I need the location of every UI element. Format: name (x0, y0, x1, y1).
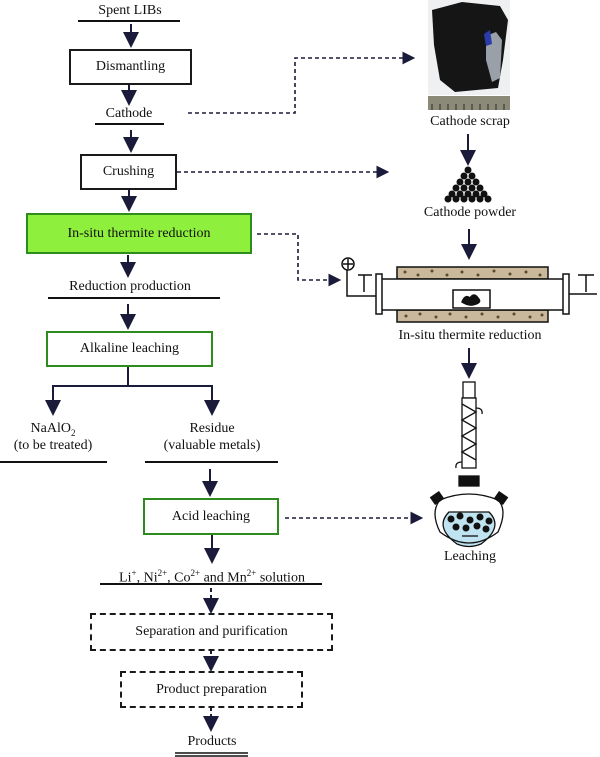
ion-mn-charge: 2+ (246, 568, 257, 578)
label-residue: Residue (189, 421, 235, 436)
label-cathode-scrap: Cathode scrap (430, 114, 510, 129)
ion-co-charge: 2+ (190, 568, 201, 578)
label-spent-libs: Spent LIBs (98, 3, 162, 18)
label-naalo2: NaAlO2 (5, 421, 101, 441)
label-solution: Li+, Ni2+, Co2+ and Mn2+ solution (104, 565, 320, 587)
box-acid-label: Acid leaching (171, 508, 251, 524)
cathode-powder-icon (444, 166, 492, 203)
box-product-preparation: Product preparation (120, 671, 303, 708)
box-insitu-label: In-situ thermite reduction (67, 225, 211, 241)
ion-ni: , Ni (136, 570, 158, 586)
label-residue-note: (valuable metals) (163, 438, 261, 453)
ion-ni-charge: 2+ (157, 568, 168, 578)
box-insitu-thermite-reduction: In-situ thermite reduction (26, 213, 252, 254)
label-naalo2-note: (to be treated) (13, 438, 93, 453)
label-leaching: Leaching (443, 549, 497, 564)
box-alkaline-label: Alkaline leaching (79, 341, 180, 356)
box-separation-label: Separation and purification (135, 624, 288, 639)
naalo2-formula: NaAlO (30, 421, 71, 436)
ion-mn: and Mn (200, 570, 247, 586)
label-cathode-powder: Cathode powder (423, 205, 517, 220)
ion-li: Li (119, 570, 132, 586)
box-dismantling: Dismantling (69, 49, 192, 85)
box-dismantling-label: Dismantling (95, 59, 166, 74)
label-reduction-production: Reduction production (69, 279, 191, 294)
label-products: Products (187, 734, 237, 749)
box-acid-leaching: Acid leaching (143, 498, 279, 535)
box-separation-purification: Separation and purification (90, 613, 333, 651)
ion-co: , Co (167, 570, 191, 586)
tube-furnace-icon (341, 257, 597, 323)
box-crushing-label: Crushing (102, 164, 155, 179)
naalo2-subscript: 2 (70, 427, 76, 438)
dashed-reduction-to-furnace (257, 233, 342, 287)
label-cathode: Cathode (105, 106, 153, 121)
cathode-scrap-image (428, 0, 510, 110)
ion-li-charge: + (131, 568, 137, 578)
box-product-prep-label: Product preparation (156, 681, 267, 697)
label-insitu-reduction-right: In-situ thermite reduction (398, 328, 542, 343)
solution-tail: solution (256, 570, 305, 586)
box-crushing: Crushing (80, 154, 177, 190)
leaching-flask-icon (429, 381, 509, 548)
box-alkaline-leaching: Alkaline leaching (46, 331, 213, 367)
dashed-cathode-to-scrap (188, 51, 416, 114)
